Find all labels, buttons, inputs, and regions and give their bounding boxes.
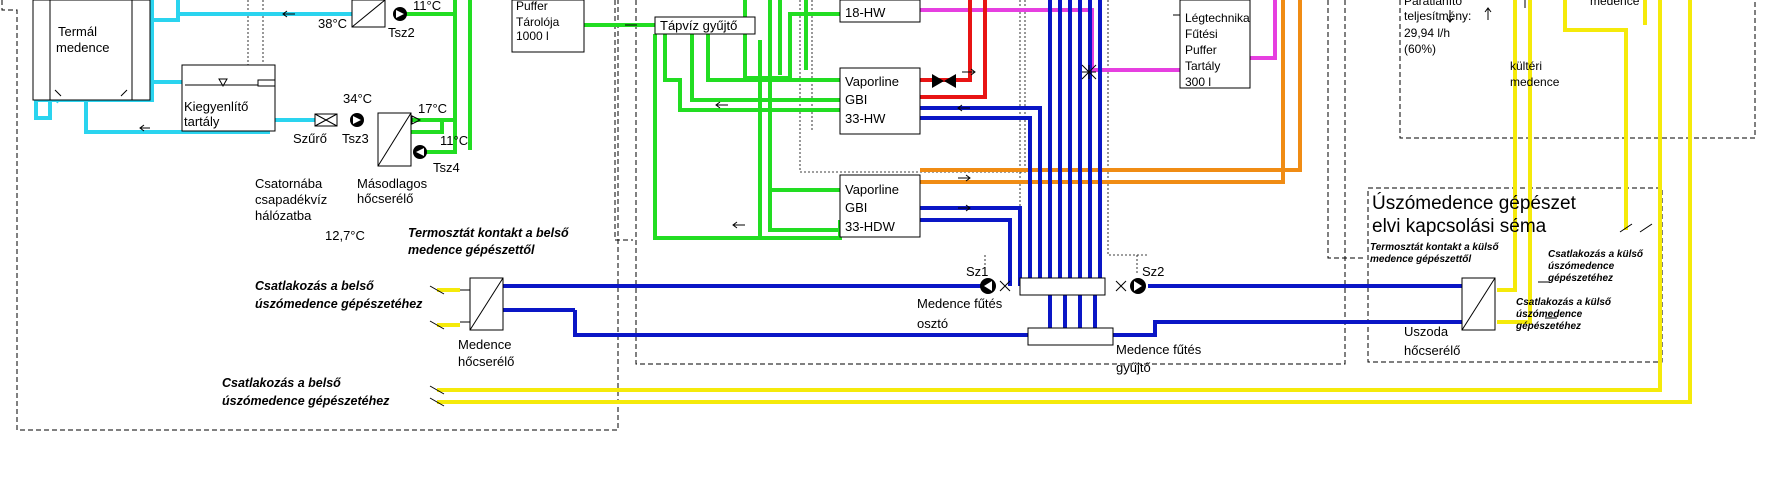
temp-11-top: 11°C bbox=[413, 0, 441, 13]
legtech-label-2: Fűtési bbox=[1185, 27, 1218, 41]
pump-tsz3: Tsz3 bbox=[342, 113, 369, 146]
kiegyenlito-label-2: tartály bbox=[184, 114, 220, 129]
tsz3-label: Tsz3 bbox=[342, 131, 369, 146]
puffer-tarolo: Puffer Tárolója 1000 l bbox=[511, 0, 585, 53]
tsz2-heat-exchanger bbox=[351, 0, 386, 28]
gyujto-label-2: gyűjtő bbox=[1116, 360, 1151, 375]
paratlanito-3: 29,94 l/h bbox=[1404, 26, 1450, 40]
medence-hocserelo-label-2: hőcserélő bbox=[458, 354, 514, 369]
uszoda-hocserelo: Uszoda hőcserélő bbox=[1404, 277, 1496, 358]
tsz4-label: Tsz4 bbox=[433, 160, 460, 175]
legtech-label-5: 300 l bbox=[1185, 75, 1211, 89]
pump-tsz4: Tsz4 bbox=[413, 145, 460, 175]
masodlagos-label-1: Másodlagos bbox=[357, 176, 428, 191]
schema-title-2: elvi kapcsolási séma bbox=[1372, 216, 1547, 237]
kulteri-label-2: medence bbox=[1510, 75, 1560, 89]
oszto-label-1: Medence fűtés bbox=[917, 296, 1003, 311]
temp-11-bottom: 11°C bbox=[440, 133, 468, 148]
boiler-18-hw: 18-HW bbox=[839, 0, 921, 23]
legtech-label-4: Tartály bbox=[1185, 59, 1220, 73]
masodlagos-label-2: hőcserélő bbox=[357, 191, 413, 206]
gyujto-manifold: Medence fűtés gyűjtő bbox=[1027, 327, 1202, 375]
legtech-label-1: Légtechnika bbox=[1185, 11, 1250, 25]
szuro-filter: Szűrő bbox=[293, 113, 338, 146]
boiler-gbi-33-hw: Vaporline GBI 33-HW bbox=[839, 67, 921, 135]
csatl-kulso-2c: gépészetéhez bbox=[1515, 321, 1581, 332]
legtechnika-puffer: Légtechnika Fűtési Puffer Tartály 300 l bbox=[1173, 0, 1251, 89]
temp-12-7: 12,7°C bbox=[325, 228, 365, 243]
check-valve-17 bbox=[411, 115, 422, 125]
temp-17: 17°C bbox=[418, 101, 447, 116]
pump-sz1: Sz1 bbox=[966, 264, 1011, 294]
paratlanito-2: teljesítmény: bbox=[1404, 9, 1471, 23]
uszoda-hocserelo-label-1: Uszoda bbox=[1404, 324, 1449, 339]
yellow-pipes bbox=[437, 0, 1692, 404]
csatl-kulso-1c: gépészetéhez bbox=[1547, 273, 1613, 284]
puffer-label-3: 1000 l bbox=[516, 29, 549, 43]
csatorna-label-1: Csatornába bbox=[255, 176, 323, 191]
oszto-manifold: Medence fűtés osztó bbox=[917, 277, 1106, 331]
boiler-gbi-33-hdw: Vaporline GBI 33-HDW bbox=[839, 174, 921, 238]
temp-38: 38°C bbox=[318, 16, 347, 31]
mixing-valve bbox=[1081, 64, 1097, 80]
connection-ticks bbox=[429, 223, 1653, 407]
flow-arrows bbox=[86, 0, 1557, 319]
gbi33hw-label-3: 33-HW bbox=[845, 111, 886, 126]
gyujto-label-1: Medence fűtés bbox=[1116, 342, 1202, 357]
medence-hocserelo-label-1: Medence bbox=[458, 337, 511, 352]
gbi33hdw-label-3: 33-HDW bbox=[845, 219, 896, 234]
termosztat-kulso-1: Termosztát kontakt a külső bbox=[1370, 242, 1499, 253]
temp-34: 34°C bbox=[343, 91, 372, 106]
szuro-label: Szűrő bbox=[293, 131, 327, 146]
csatl-belso-2a: Csatlakozás a belső bbox=[222, 376, 341, 390]
puffer-label-1: Puffer bbox=[516, 0, 548, 13]
medence-hocserelo: Medence hőcserélő bbox=[458, 277, 514, 369]
gbi33hw-label-2: GBI bbox=[845, 92, 867, 107]
kiegyenlito-tartaly: Kiegyenlítő tartály bbox=[181, 64, 276, 132]
termal-label-1: Termál bbox=[58, 24, 97, 39]
medence-top-label: medence bbox=[1590, 0, 1640, 8]
termal-label-2: medence bbox=[56, 40, 109, 55]
csatl-belso-1a: Csatlakozás a belső bbox=[255, 279, 374, 293]
sz1-label: Sz1 bbox=[966, 264, 988, 279]
schema-title-1: Úszómedence gépészet bbox=[1372, 192, 1577, 214]
tsz2-label: Tsz2 bbox=[388, 25, 415, 40]
gbi33hw-label-1: Vaporline bbox=[845, 74, 899, 89]
termal-medence: Termál medence bbox=[32, 0, 151, 101]
gbi33hdw-label-1: Vaporline bbox=[845, 182, 899, 197]
pump-sz2: Sz2 bbox=[1115, 264, 1164, 294]
csatl-kulso-2a: Csatlakozás a külső bbox=[1516, 297, 1612, 308]
csatl-kulso-1a: Csatlakozás a külső bbox=[1548, 249, 1644, 260]
csatorna-label-2: csapadékvíz bbox=[255, 192, 327, 207]
termosztat-kulso-2: medence gépészettől bbox=[1370, 254, 1471, 265]
termosztat-belso-1: Termosztát kontakt a belső bbox=[408, 226, 569, 240]
red-line-valve bbox=[932, 74, 956, 88]
sz2-label: Sz2 bbox=[1142, 264, 1164, 279]
csatl-belso-1b: úszómedence gépészetéhez bbox=[255, 297, 423, 311]
tapviz-label: Tápvíz gyűjtő bbox=[660, 18, 737, 33]
puffer-label-2: Tárolója bbox=[516, 15, 560, 29]
oszto-label-2: osztó bbox=[917, 316, 948, 331]
gbi33hdw-label-2: GBI bbox=[845, 200, 867, 215]
kulteri-label-1: kültéri bbox=[1510, 59, 1542, 73]
hw18-label: 18-HW bbox=[845, 5, 886, 20]
legtech-label-3: Puffer bbox=[1185, 43, 1217, 57]
tapviz-gyujto: Tápvíz gyűjtő bbox=[654, 16, 756, 35]
termosztat-belso-2: medence gépészettől bbox=[408, 243, 535, 257]
blue-pipes bbox=[503, 0, 1462, 337]
paratlanito-1: Párátlanító bbox=[1404, 0, 1462, 8]
csatl-kulso-1b: úszómedence bbox=[1548, 261, 1615, 272]
paratlanito-4: (60%) bbox=[1404, 42, 1436, 56]
masodlagos-hocserelo: Másodlagos hőcserélő bbox=[357, 112, 428, 206]
pump-tsz2: Tsz2 bbox=[388, 7, 415, 40]
csatl-kulso-2b: úszómedence bbox=[1516, 309, 1583, 320]
uszoda-hocserelo-label-2: hőcserélő bbox=[1404, 343, 1460, 358]
csatorna-label-3: hálózatba bbox=[255, 208, 312, 223]
kiegyenlito-label-1: Kiegyenlítő bbox=[184, 99, 248, 114]
csatl-belso-2b: úszómedence gépészetéhez bbox=[222, 394, 390, 408]
green-pipes bbox=[405, 0, 842, 240]
